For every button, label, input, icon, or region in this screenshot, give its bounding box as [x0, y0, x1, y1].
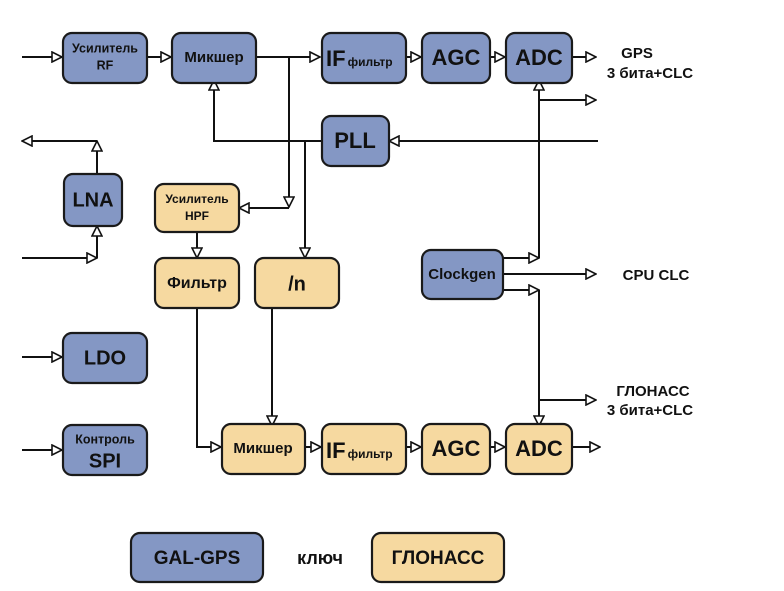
block-divider-n: /n [253, 256, 341, 310]
block-label: ADC [515, 436, 563, 461]
block-agc-glonass: AGC [420, 422, 492, 476]
block-label: Фильтр [167, 275, 227, 292]
legend-gal-gps: GAL-GPS [129, 531, 265, 584]
block-label: ADC [515, 45, 563, 70]
block-rf-amplifier: Усилитель RF [61, 31, 149, 85]
block-label: AGC [432, 436, 481, 461]
block-clockgen: Clockgen [420, 248, 505, 301]
output-gps-label: GPS 3 бита+CLC [607, 45, 693, 82]
block-label: AGC [432, 45, 481, 70]
block-adc-gps: ADC [504, 31, 574, 85]
block-pll: PLL [320, 114, 391, 168]
block-label: LDO [84, 347, 126, 369]
block-label: Clockgen [428, 266, 496, 283]
block-label: SPI [89, 450, 121, 472]
block-label: RF [97, 58, 114, 72]
block-adc-glonass: ADC [504, 422, 574, 476]
wire-filter-mixer [196, 308, 221, 447]
block-label: PLL [334, 128, 376, 153]
output-text: CPU CLC [623, 267, 690, 284]
legend-label: GAL-GPS [154, 548, 241, 569]
output-text: GPS [621, 45, 653, 62]
block-ldo: LDO [61, 331, 149, 385]
block-label: LNA [72, 189, 113, 211]
block-label: Микшер [233, 440, 292, 457]
block-label: /n [288, 273, 306, 295]
block-filter: Фильтр [153, 256, 241, 310]
block-label: Микшер [184, 49, 243, 66]
output-cpu-label: CPU CLC [623, 267, 690, 284]
legend-key-label: ключ [297, 548, 343, 568]
output-text: 3 бита+CLC [607, 402, 693, 419]
block-hpf-amplifier: Усилитель HPF [153, 182, 241, 234]
block-label: Усилитель [165, 192, 228, 206]
wire-pll-mixer [214, 80, 322, 142]
block-agc-gps: AGC [420, 31, 492, 85]
output-text: 3 бита+CLC [607, 65, 693, 82]
block-label: Контроль [75, 432, 135, 446]
wires [22, 57, 600, 450]
block-lna: LNA [62, 172, 124, 228]
block-mixer-glonass: Микшер [220, 422, 307, 476]
block-label: Усилитель [72, 41, 138, 55]
block-label: HPF [185, 209, 209, 223]
block-spi-control: Контроль SPI [61, 423, 149, 477]
legend-glonass: ГЛОНАСС [370, 531, 506, 584]
block-mixer-gps: Микшер [170, 31, 258, 85]
output-glonass-label: ГЛОНАСС 3 бита+CLC [607, 383, 693, 419]
output-text: ГЛОНАСС [616, 383, 689, 400]
legend-label: ГЛОНАСС [392, 548, 485, 569]
legend: GAL-GPS ключ ГЛОНАСС [129, 531, 506, 584]
